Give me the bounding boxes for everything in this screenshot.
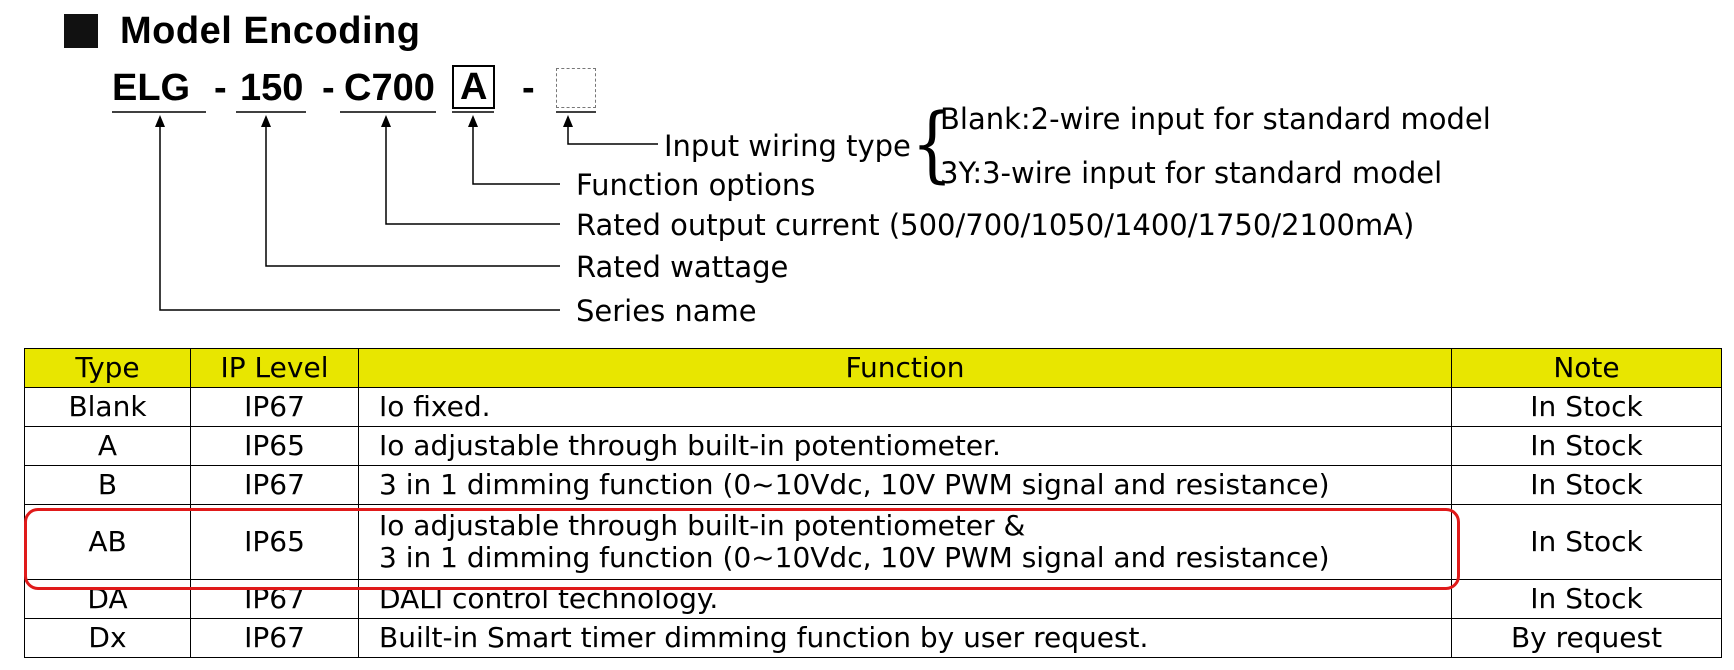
- header-function: Function: [358, 348, 1452, 388]
- cell-function: Io adjustable through built-in potentiom…: [358, 504, 1452, 580]
- cell-note: In Stock: [1451, 426, 1722, 466]
- header-type: Type: [24, 348, 191, 388]
- cell-function: Io adjustable through built-in potentiom…: [358, 426, 1452, 466]
- wiring-placeholder-box: [556, 68, 596, 108]
- cell-ip: IP67: [190, 618, 359, 658]
- cell-ip: IP65: [190, 426, 359, 466]
- code-sep-3: -: [522, 67, 535, 109]
- cell-note: In Stock: [1451, 504, 1722, 580]
- cell-ip: IP67: [190, 465, 359, 505]
- cell-ip: IP67: [190, 387, 359, 427]
- encoding-diagram: [112, 111, 658, 311]
- label-rated-wattage: Rated wattage: [576, 250, 789, 284]
- cell-function: DALI control technology.: [358, 579, 1452, 619]
- cell-function: Built-in Smart timer dimming function by…: [358, 618, 1452, 658]
- cell-function-line-1: Io adjustable through built-in potentiom…: [379, 509, 1026, 542]
- cell-function: Io fixed.: [358, 387, 1452, 427]
- square-bullet-icon: [64, 14, 98, 48]
- cell-type: B: [24, 465, 191, 505]
- label-series-name: Series name: [576, 294, 757, 328]
- header-ip-level: IP Level: [190, 348, 359, 388]
- brace-icon: {: [911, 97, 953, 192]
- arrow-wattage: [261, 115, 271, 127]
- table-row: Blank IP67 Io fixed. In Stock: [24, 387, 1722, 427]
- label-function-options: Function options: [576, 168, 816, 202]
- cell-type: DA: [24, 579, 191, 619]
- cell-type: Blank: [24, 387, 191, 427]
- leader-wiring: [567, 118, 658, 145]
- code-current: C700: [344, 67, 435, 109]
- cell-type: AB: [24, 504, 191, 580]
- table-header-row: Type IP Level Function Note: [24, 348, 1722, 388]
- arrow-current: [381, 115, 391, 127]
- section-title: Model Encoding: [120, 9, 421, 52]
- label-input-wiring: Input wiring type: [664, 129, 911, 163]
- code-function-box: A: [452, 65, 496, 109]
- arrow-series: [155, 115, 165, 127]
- cell-note: By request: [1451, 618, 1722, 658]
- table-row: A IP65 Io adjustable through built-in po…: [24, 426, 1722, 466]
- code-sep-2: -: [322, 67, 335, 109]
- cell-note: In Stock: [1451, 387, 1722, 427]
- table-row: DA IP67 DALI control technology. In Stoc…: [24, 579, 1722, 619]
- table-row: B IP67 3 in 1 dimming function (0~10Vdc,…: [24, 465, 1722, 505]
- label-wiring-option-1: Blank:2-wire input for standard model: [940, 102, 1491, 136]
- code-sep-1: -: [214, 67, 227, 109]
- header-note: Note: [1451, 348, 1722, 388]
- leader-current: [385, 118, 560, 225]
- function-options-table: Type IP Level Function Note Blank IP67 I…: [24, 348, 1722, 658]
- cell-note: In Stock: [1451, 579, 1722, 619]
- cell-ip: IP67: [190, 579, 359, 619]
- cell-ip: IP65: [190, 504, 359, 580]
- label-wiring-option-2: 3Y:3-wire input for standard model: [940, 156, 1443, 190]
- leader-series: [159, 118, 560, 311]
- table-row-highlighted: AB IP65 Io adjustable through built-in p…: [24, 504, 1722, 580]
- cell-type: A: [24, 426, 191, 466]
- cell-note: In Stock: [1451, 465, 1722, 505]
- cell-function: 3 in 1 dimming function (0~10Vdc, 10V PW…: [358, 465, 1452, 505]
- arrow-function: [468, 115, 478, 127]
- code-wattage: 150: [240, 67, 304, 109]
- code-series: ELG: [112, 67, 191, 109]
- cell-function-line-2: 3 in 1 dimming function (0~10Vdc, 10V PW…: [379, 541, 1330, 574]
- leader-function: [472, 118, 560, 185]
- table-row: Dx IP67 Built-in Smart timer dimming fun…: [24, 618, 1722, 658]
- label-rated-output-current: Rated output current (500/700/1050/1400/…: [576, 208, 1415, 242]
- cell-type: Dx: [24, 618, 191, 658]
- leader-wattage: [265, 118, 560, 267]
- section-heading: Model Encoding: [64, 10, 420, 52]
- arrow-wiring: [563, 115, 573, 127]
